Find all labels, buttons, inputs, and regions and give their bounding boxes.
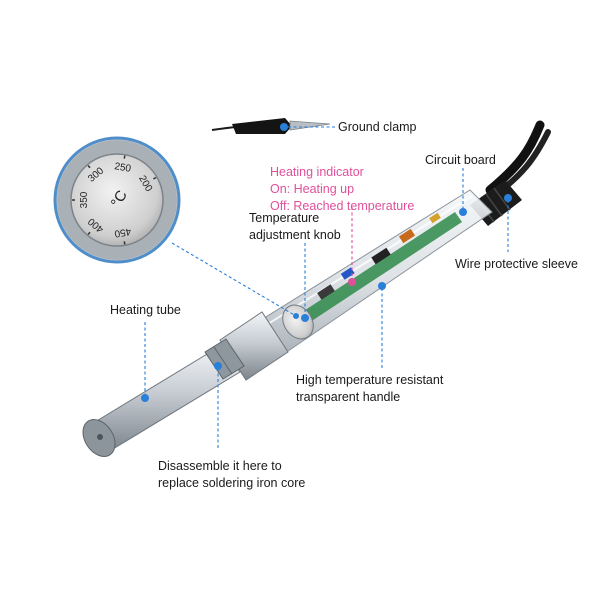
- core-release-ring: [204, 338, 245, 380]
- ground-clamp: [211, 118, 331, 134]
- handle-line-2: transparent handle: [296, 390, 401, 404]
- dial-scale-mark: 250: [113, 161, 132, 175]
- dial-tick: [123, 155, 126, 159]
- handle-line-1: High temperature resistant: [296, 373, 444, 387]
- callout-lines: [144, 126, 509, 450]
- dial-tick: [123, 241, 126, 245]
- dial-tick: [87, 165, 91, 169]
- heating-indicator-off: Off: Reached temperature: [270, 199, 415, 213]
- temperature-knob-line-1: Temperature: [249, 211, 320, 225]
- label-temperature-knob: Temperature adjustment knob: [249, 210, 341, 244]
- power-cable: [470, 120, 551, 226]
- heating-indicator-on: On: Heating up: [270, 182, 355, 196]
- label-heating-indicator: Heating indicator On: Heating up Off: Re…: [270, 164, 414, 215]
- disassemble-line-2: replace soldering iron core: [158, 476, 306, 490]
- dial-unit: °C: [108, 187, 131, 210]
- disassemble-line-1: Disassemble it here to: [158, 459, 282, 473]
- dial-scale-mark: 350: [79, 191, 90, 208]
- label-circuit-board: Circuit board: [425, 153, 496, 167]
- label-ground-clamp: Ground clamp: [338, 120, 417, 134]
- heating-indicator-title: Heating indicator: [270, 165, 364, 179]
- callout-magnifier: [171, 242, 297, 317]
- dial-tick: [152, 176, 157, 180]
- label-wire-sleeve: Wire protective sleeve: [455, 257, 578, 271]
- label-disassemble: Disassemble it here to replace soldering…: [158, 458, 305, 492]
- label-heating-tube: Heating tube: [110, 303, 181, 317]
- dial-tick: [87, 231, 91, 235]
- callout-dots: [141, 123, 512, 402]
- circuit-board: [290, 212, 462, 330]
- label-handle: High temperature resistant transparent h…: [296, 372, 443, 406]
- heating-tube: [82, 338, 245, 457]
- temperature-knob-line-2: adjustment knob: [249, 228, 341, 242]
- dial-scale-mark: 450: [113, 225, 132, 239]
